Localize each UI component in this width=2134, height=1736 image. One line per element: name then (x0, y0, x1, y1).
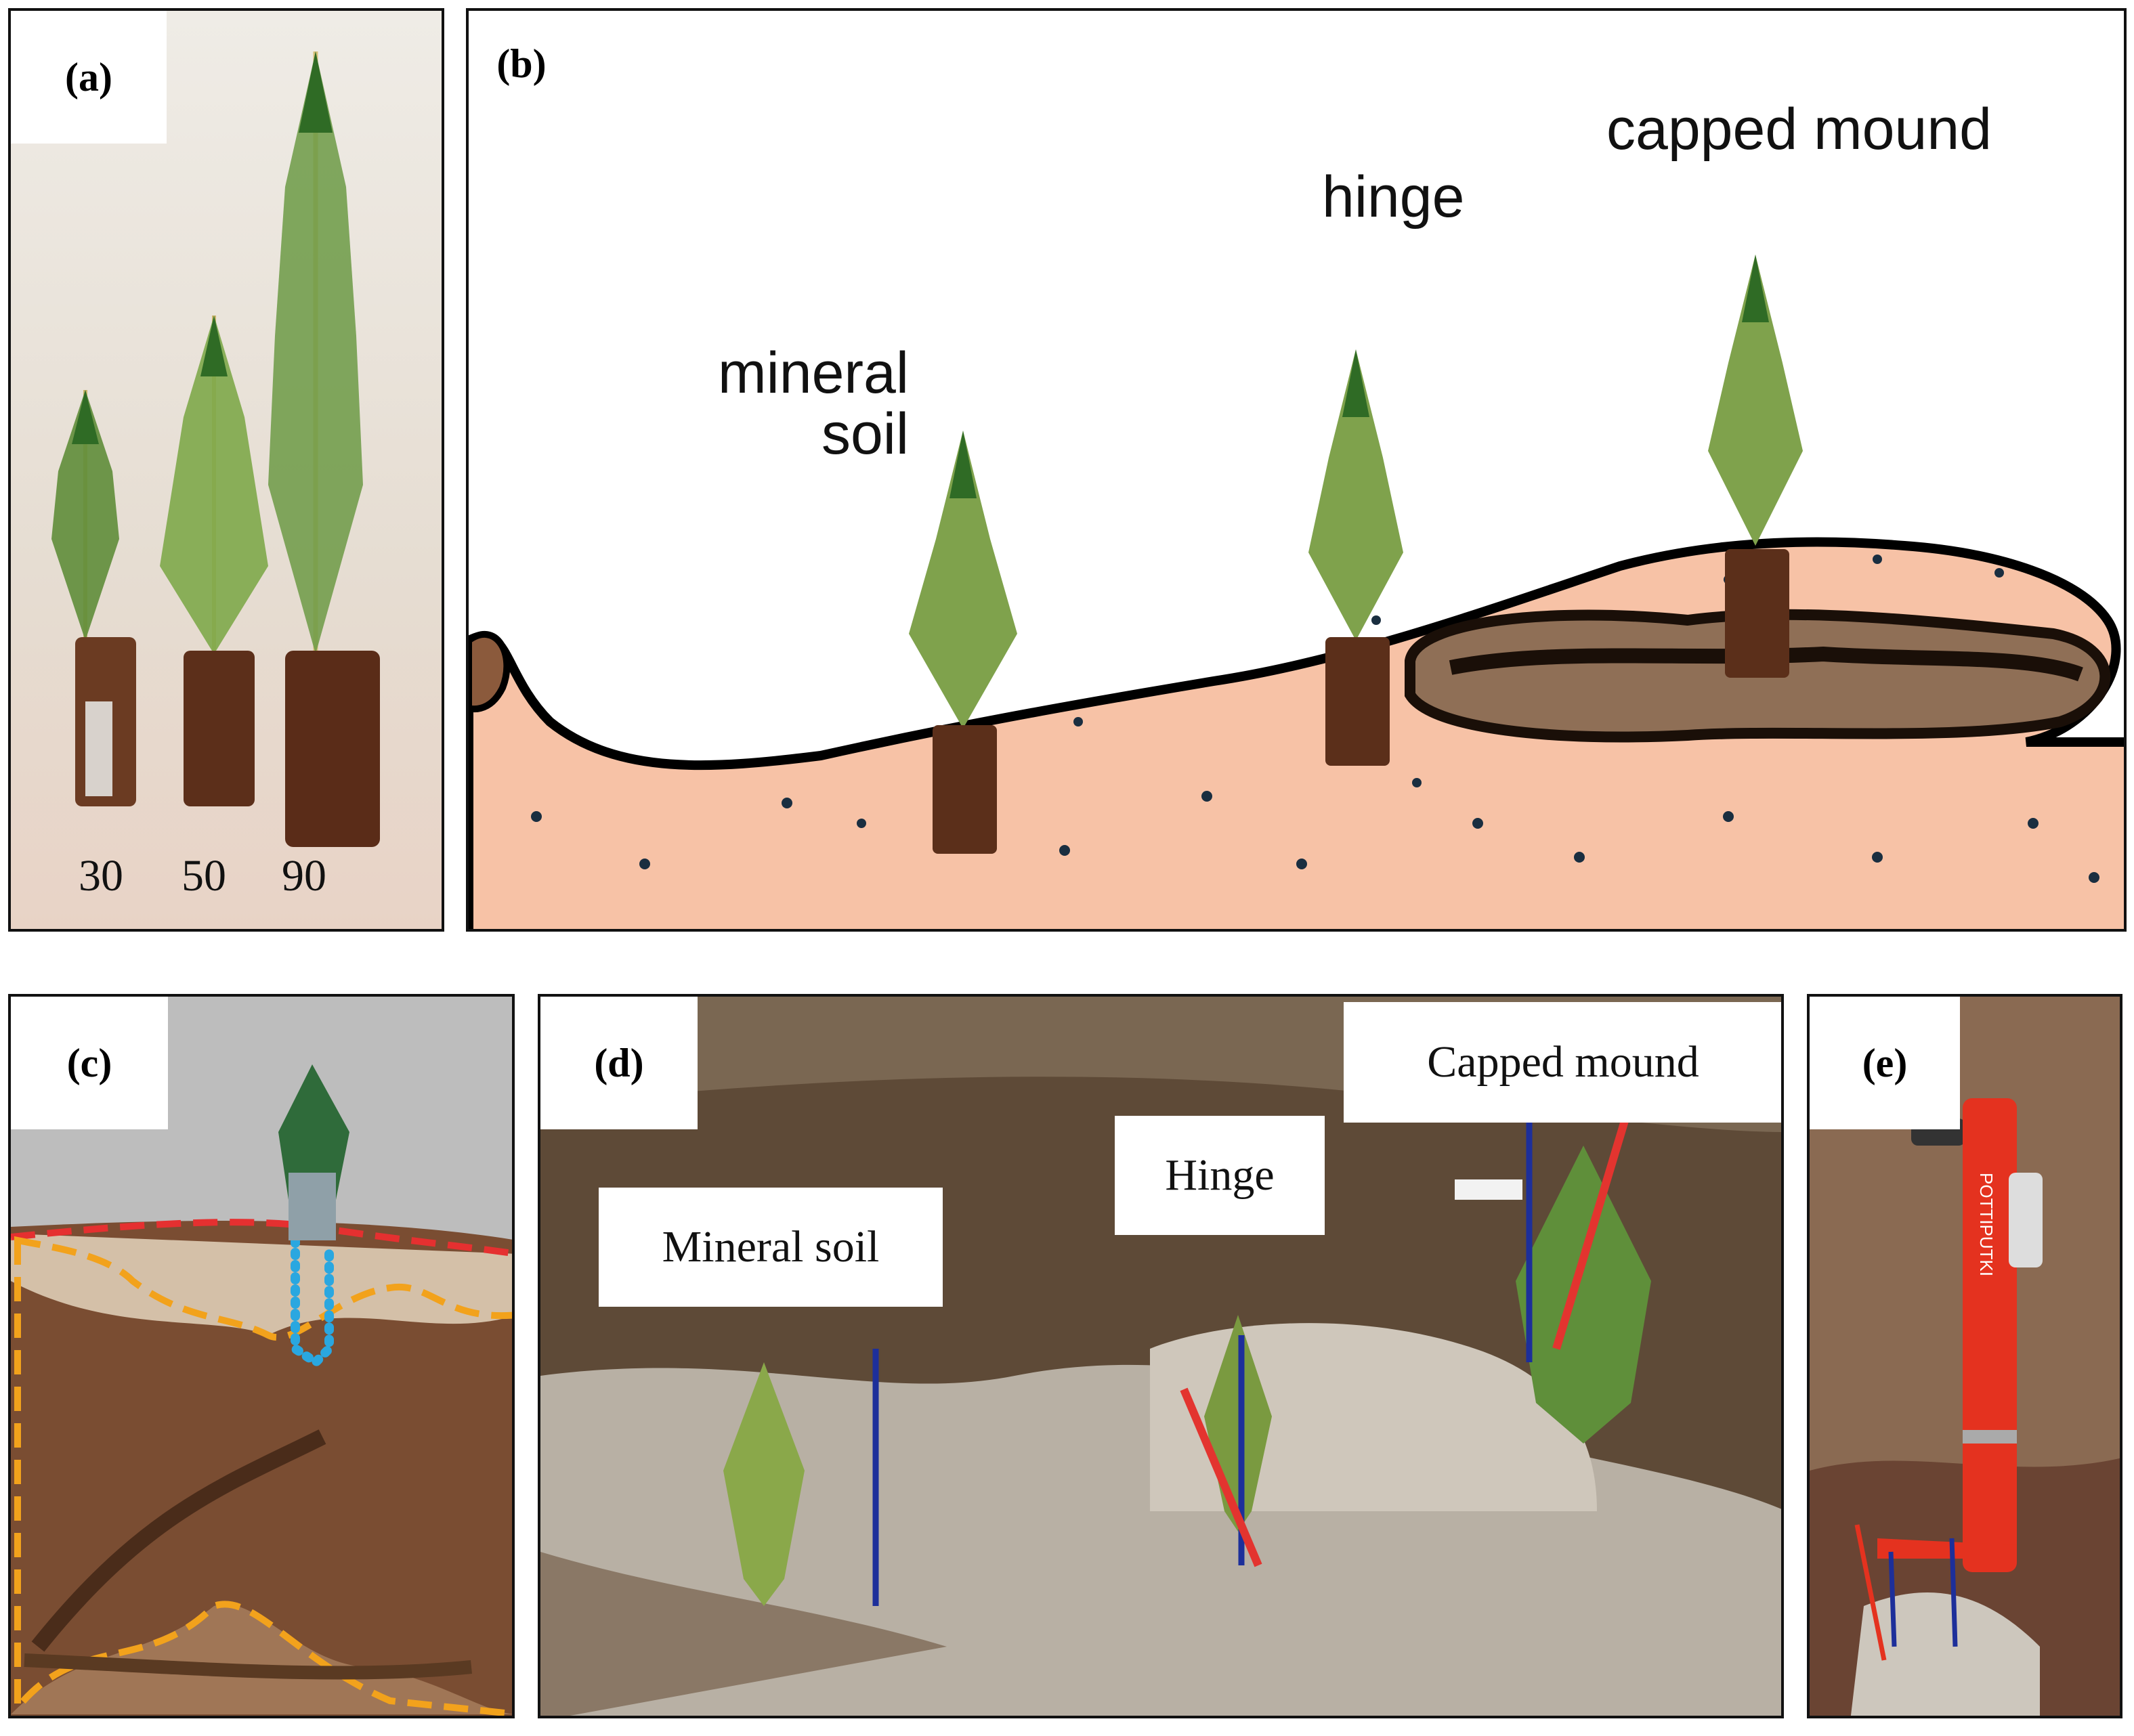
seedling-capped-mound (1516, 1146, 1651, 1444)
label-mineral-soil: Mineral soil (599, 1188, 943, 1307)
panel-b-mound-diagram: (b) mineral soil hinge capped mound (466, 8, 2127, 932)
panel-d-field-photo: (d) Mineral soil Hinge Capped mound (538, 994, 1784, 1718)
tool-brand-text: POTTIPUTKI (1976, 1173, 1997, 1277)
organic-layer-outline (14, 1236, 512, 1716)
plug-outline (291, 1236, 334, 1369)
panel-c-soil-profile-photo: (c) (8, 994, 515, 1718)
panel-e-label: (e) (1810, 997, 1960, 1129)
label-hinge: hinge (1322, 165, 1465, 230)
panel-e-planting-tool-photo: (e) POTTIPUTKI (1807, 994, 2122, 1718)
size-label-30: 30 (79, 851, 123, 900)
seedling-capped-mound (1708, 255, 1803, 678)
label-mineral-soil: mineral soil (718, 341, 909, 467)
panel-d-label: (d) (540, 997, 698, 1129)
mound-cross-section (469, 255, 2124, 929)
seedling-hinge (1308, 349, 1403, 766)
size-label-90: 90 (282, 851, 326, 900)
seedling-mineral-soil (909, 431, 1017, 854)
panel-c-label: (c) (11, 997, 168, 1129)
size-label-50: 50 (182, 851, 226, 900)
seedling-90 (268, 51, 380, 847)
seedling-mineral-soil (723, 1362, 805, 1606)
seedlings-illustration (11, 11, 442, 929)
label-capped-mound: capped mound (1606, 97, 1992, 162)
seedling-50 (160, 316, 268, 806)
panel-a-seedlings-photo: (a) 30 50 90 (8, 8, 444, 932)
panel-b-label: (b) (469, 11, 574, 116)
panel-a-label: (a) (11, 11, 167, 144)
label-hinge: Hinge (1115, 1116, 1325, 1235)
label-capped-mound: Capped mound (1344, 1002, 1781, 1123)
seedling-30 (51, 390, 136, 806)
